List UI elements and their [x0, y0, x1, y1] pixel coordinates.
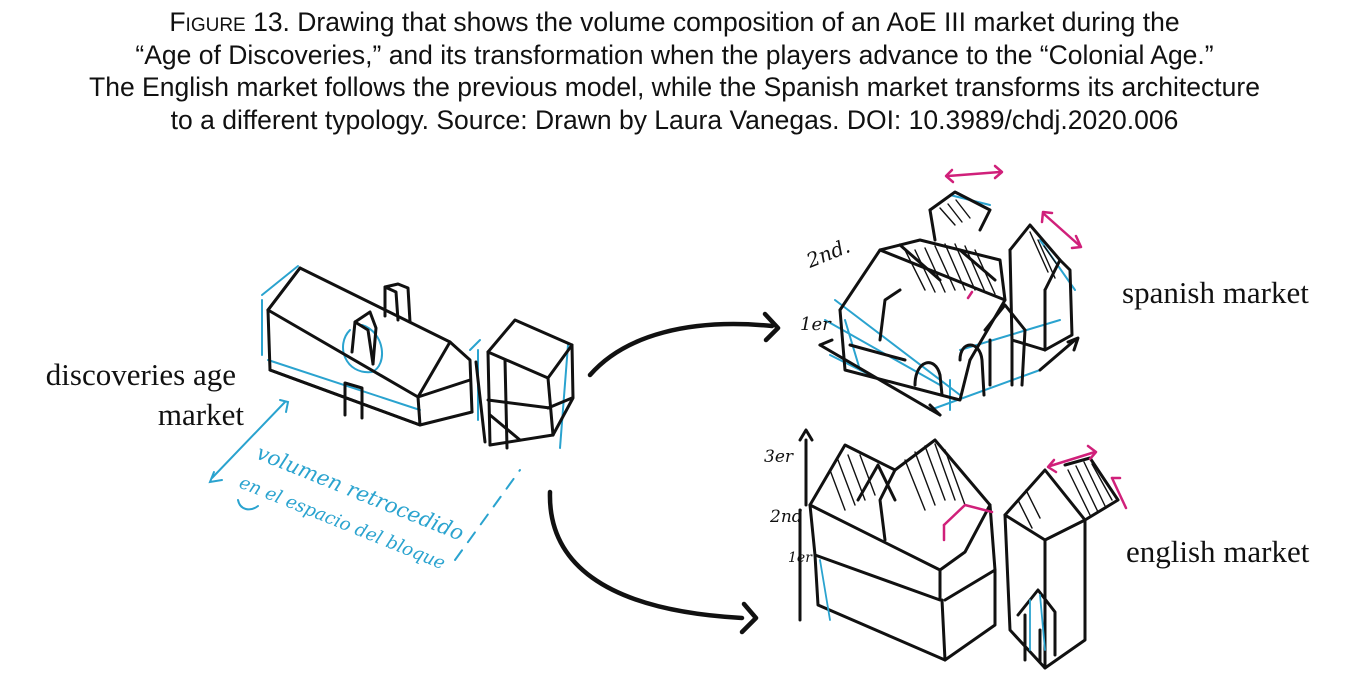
label-discoveries-line1: discoveries age	[45, 357, 236, 392]
arrow-to-english	[547, 489, 745, 621]
caption-line-3: The English market follows the previous …	[89, 72, 1260, 102]
english-market-drawing	[798, 428, 1128, 670]
arrowhead-english	[739, 601, 759, 635]
figure-caption: Figure 13. Drawing that shows the volume…	[0, 6, 1349, 136]
english-floor-3-note: 3er	[764, 447, 794, 467]
blue-annotation-group	[208, 399, 521, 561]
caption-line-2: “Age of Discoveries,” and its transforma…	[135, 39, 1214, 70]
discoveries-market-drawing	[261, 265, 575, 450]
label-discoveries-line2: market	[157, 397, 244, 432]
english-floor-2-note: 2nd	[769, 507, 803, 527]
english-floor-1-note: 1er	[788, 550, 813, 566]
arrow-to-spanish	[587, 321, 775, 378]
caption-line-1: Figure 13. Drawing that shows the volume…	[169, 7, 1180, 37]
arrowhead-spanish	[762, 311, 781, 343]
label-english-market: english market	[1126, 534, 1310, 569]
label-spanish-market: spanish market	[1122, 275, 1309, 310]
spanish-market-drawing	[818, 164, 1083, 417]
caption-line-4: to a different typology. Source: Drawn b…	[170, 104, 1179, 135]
spanish-floor-2-note: 2nd.	[802, 234, 853, 273]
figure-label: Figure 13.	[169, 7, 290, 37]
spanish-floor-1-note: 1er	[800, 314, 832, 335]
arrows	[547, 311, 781, 635]
